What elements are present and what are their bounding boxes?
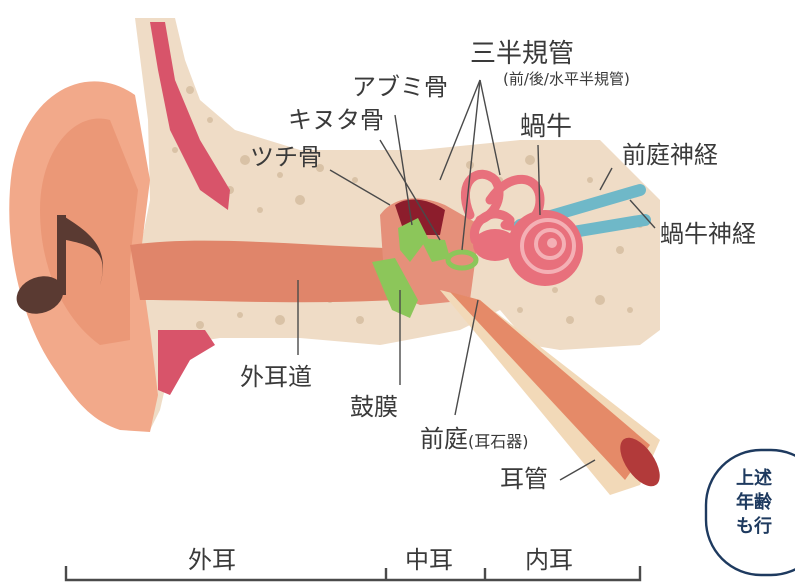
label-cochlear-nerve: 蝸牛神経 [660,220,756,248]
muscle-layer-lower [158,330,215,395]
region-inner-ear: 内耳 [525,546,573,574]
label-semicircular-canals: 三半規管 [470,39,574,69]
label-cochlea: 蝸牛 [520,112,572,142]
label-stapes: アブミ骨 [352,73,448,101]
label-malleus: ツチ骨 [250,143,322,171]
region-middle-ear: 中耳 [405,546,453,574]
callout-box: 上述 年齢 も行 [706,450,795,575]
region-outer-ear: 外耳 [188,546,236,574]
label-eustachian-tube: 耳管 [500,465,548,493]
label-vestibular-nerve: 前庭神経 [622,141,718,169]
label-semicircular-canals-sub: (前/後/水平半規管) [503,70,630,88]
label-vestibule: 前庭(耳石器) [420,425,529,453]
label-eardrum: 鼓膜 [350,393,398,421]
label-incus: キヌタ骨 [288,106,384,134]
label-vestibule-sub: (耳石器) [468,432,529,451]
cochlea-shape [507,210,583,286]
label-vestibule-main: 前庭 [420,425,468,453]
callout-line-2: 年齢 [736,491,773,513]
label-ear-canal: 外耳道 [240,363,312,391]
callout-line-3: も行 [736,515,772,537]
callout-line-1: 上述 [736,468,772,489]
ear-canal-shape [130,241,395,303]
